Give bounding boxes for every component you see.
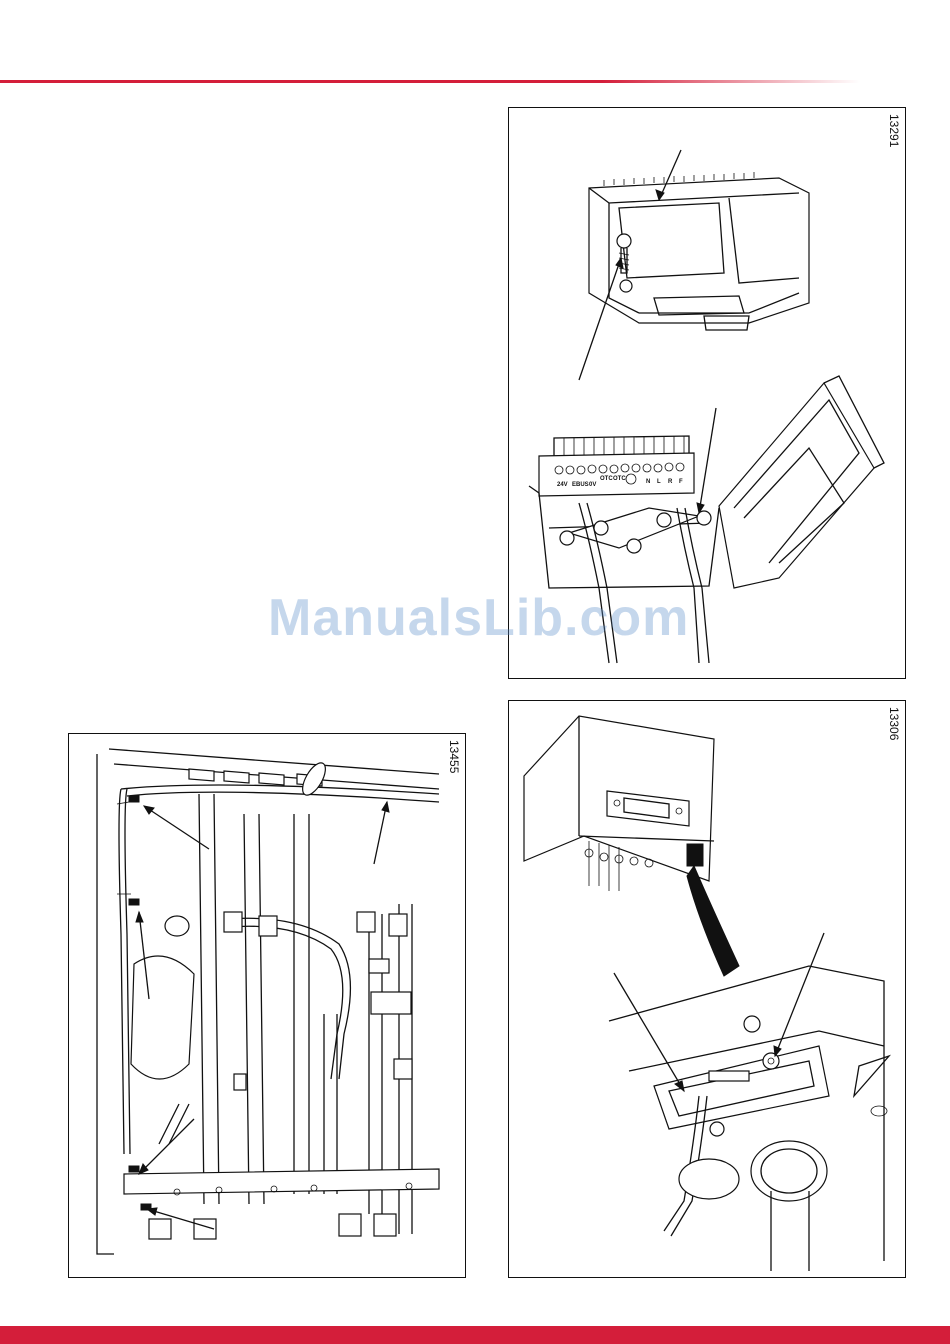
leader-plate <box>614 973 684 1091</box>
leader-terminals <box>699 408 716 513</box>
cable-grommet-top <box>687 844 703 866</box>
bottom-red-bar <box>0 1326 950 1344</box>
cable-route <box>687 866 739 976</box>
terminal-label-24v: 24V <box>557 482 568 488</box>
leader-screw <box>775 933 824 1056</box>
terminal-label-otc-1: OTC <box>600 476 613 482</box>
top-red-rule <box>0 80 860 83</box>
figure-internal-pipework: 13455 <box>68 733 466 1278</box>
control-box-lid <box>719 383 874 588</box>
terminal-label-r: R <box>668 479 673 485</box>
watermark: ManualsLib.com <box>268 588 708 648</box>
screw-head-icon <box>617 234 631 248</box>
boiler-illustration <box>509 701 905 1277</box>
leader-lower-clip <box>139 1119 194 1174</box>
figure-boiler-underside: 13306 <box>508 700 906 1278</box>
pipe-nut <box>751 1141 827 1201</box>
pump-body <box>131 956 194 1079</box>
fixing-screw-icon <box>763 1053 779 1069</box>
terminal-label-ebus: EBUS <box>572 482 589 488</box>
terminal-label-0v: 0V <box>589 482 596 488</box>
pipework-illustration <box>69 734 465 1277</box>
terminal-label-l: L <box>657 479 661 485</box>
terminal-label-n: N <box>646 479 650 485</box>
terminal-label-otc-2: OTC <box>613 476 626 482</box>
terminal-label-f: F <box>679 479 683 485</box>
lower-rail <box>124 1169 439 1194</box>
